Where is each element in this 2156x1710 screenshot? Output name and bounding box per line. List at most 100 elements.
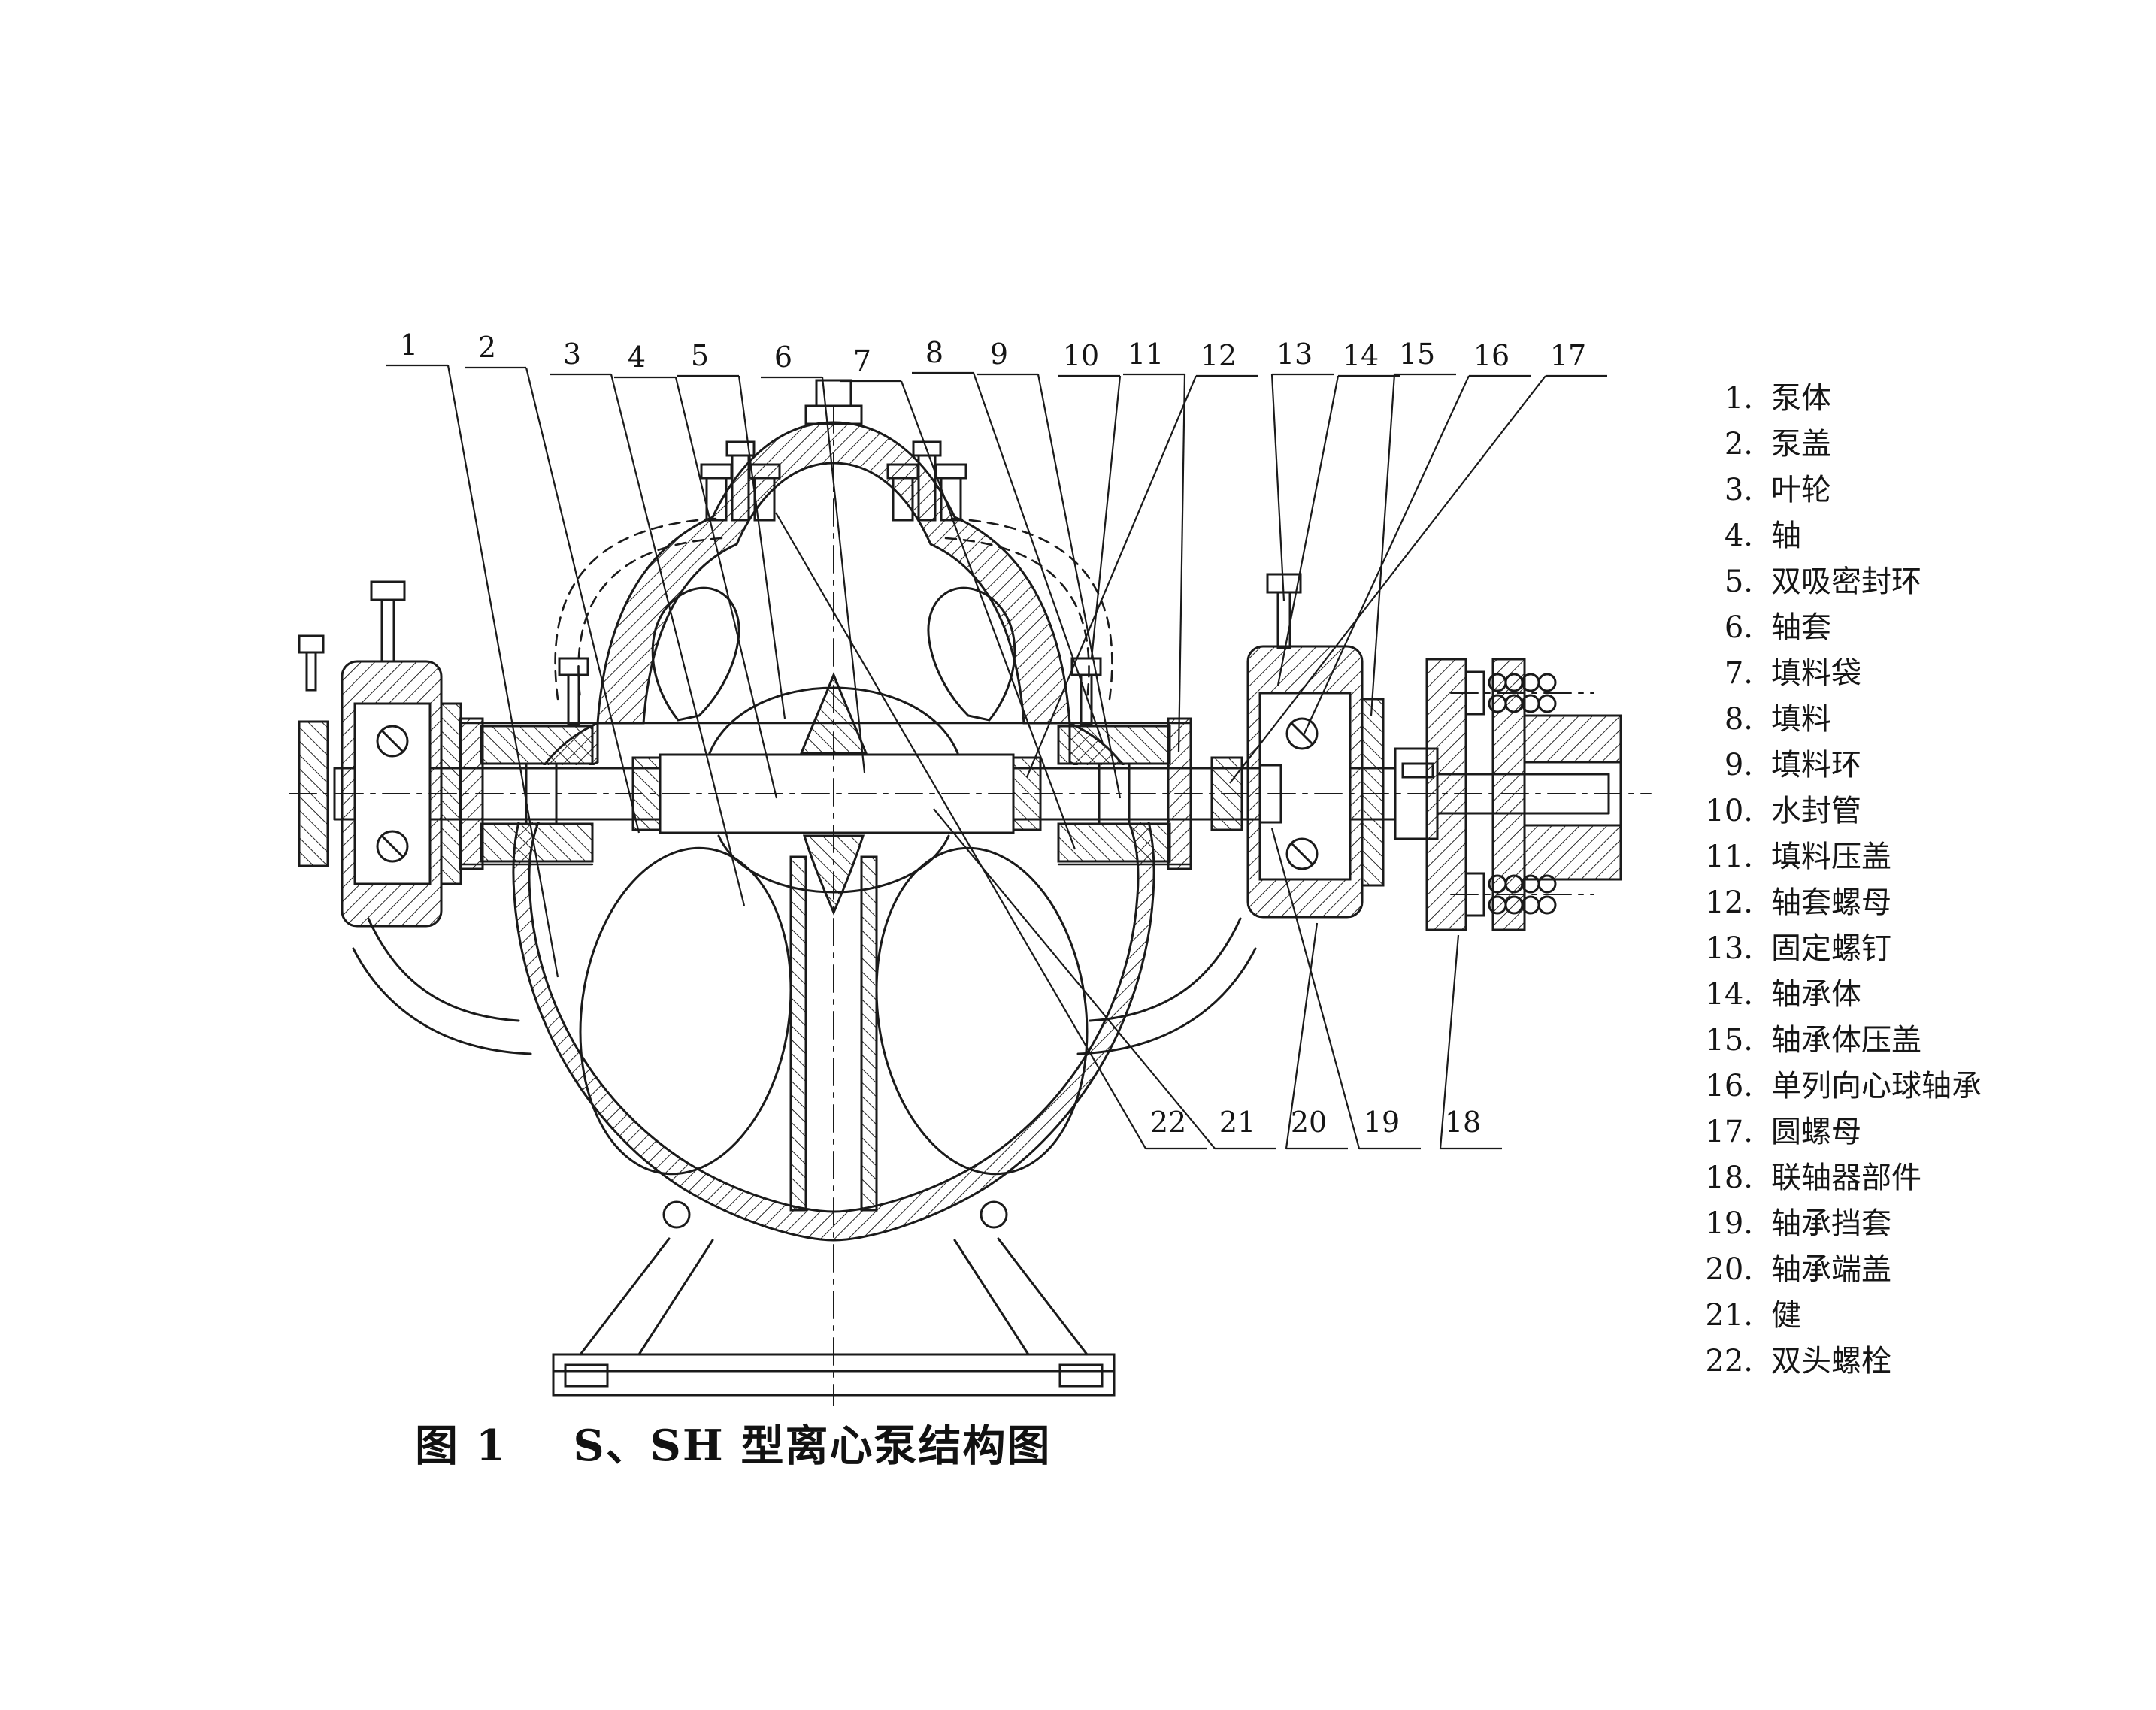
legend-item-label: 填料环: [1771, 748, 1861, 782]
legend-item: 19. 轴承挡套: [1684, 1201, 1982, 1247]
figure-title: S、SH 型离心泵结构图: [573, 1421, 1052, 1471]
legend-item-number: 17.: [1705, 1115, 1753, 1149]
legend-item: 13. 固定螺钉: [1684, 926, 1982, 972]
legend-item-number: 5.: [1724, 564, 1753, 599]
bearing-assembly-right: [1210, 573, 1385, 919]
legend-item-label: 叶轮: [1771, 473, 1831, 507]
legend-item: 1. 泵体: [1684, 376, 1982, 422]
casing-flange-bolts-left: [700, 440, 781, 522]
legend-item: 5. 双吸密封环: [1684, 559, 1982, 605]
legend-list: 1. 泵体 2. 泵盖 3. 叶轮 4. 轴 5. 双吸密封环 6. 轴套 7. 填料袋 8. 填料 9. 填料环…: [1684, 376, 1982, 1385]
leader-line: [447, 365, 559, 978]
leader-line: [610, 374, 746, 906]
legend-item-label: 轴承体压盖: [1771, 1023, 1921, 1058]
legend-item-number: 6.: [1724, 610, 1753, 645]
legend-item-number: 2.: [1724, 427, 1753, 462]
legend-item-number: 21.: [1705, 1298, 1753, 1333]
leader-line: [972, 372, 1105, 746]
legend-item-number: 10.: [1705, 794, 1753, 828]
legend-item-label: 轴承体: [1771, 977, 1861, 1012]
volute-chamber-left: [579, 846, 792, 1176]
legend-item-number: 20.: [1705, 1252, 1753, 1287]
parts-legend: 1. 泵体 2. 泵盖 3. 叶轮 4. 轴 5. 双吸密封环 6. 轴套 7. 填料袋 8. 填料 9. 填料环…: [1684, 376, 1982, 1385]
legend-item-label: 固定螺钉: [1771, 931, 1891, 966]
legend-item-label: 双头螺栓: [1771, 1344, 1891, 1379]
legend-item-number: 3.: [1724, 473, 1753, 507]
leader-line: [1370, 374, 1396, 716]
pump-drawing: [289, 379, 1652, 1406]
leader-line: [933, 808, 1216, 1149]
leader-line: [1270, 374, 1285, 602]
leader-line: [775, 512, 1146, 1149]
bearing-assembly-left: [298, 580, 462, 928]
legend-item-number: 14.: [1705, 977, 1753, 1012]
leader-lines: [386, 364, 1607, 1150]
legend-item-label: 填料袋: [1771, 656, 1861, 691]
legend-item: 15.轴承体压盖: [1684, 1018, 1982, 1064]
leader-line: [1229, 375, 1546, 784]
legend-item-number: 16.: [1705, 1069, 1753, 1103]
legend-item-number: 12.: [1705, 885, 1753, 920]
figure-caption: 图 1 S、SH 型离心泵结构图: [415, 1412, 1052, 1473]
water-seal-pipe: [554, 517, 1113, 701]
legend-item-number: 19.: [1705, 1206, 1753, 1241]
legend-item-label: 轴承挡套: [1771, 1206, 1891, 1241]
legend-item: 10. 水封管: [1684, 788, 1982, 834]
suction-passage-right: [927, 586, 1016, 722]
legend-item-label: 联轴器部件: [1771, 1161, 1921, 1195]
legend-item: 20. 轴承端盖: [1684, 1247, 1982, 1293]
legend-item-label: 水封管: [1771, 794, 1861, 828]
legend-item: 14. 轴承体: [1684, 972, 1982, 1018]
leader-line: [821, 377, 866, 773]
leader-line: [1303, 375, 1470, 736]
legend-item-label: 轴: [1771, 519, 1801, 553]
leader-line: [1025, 375, 1198, 778]
legend-item: 18.联轴器部件: [1684, 1155, 1982, 1201]
legend-item-number: 13.: [1705, 931, 1753, 966]
stuffing-box-right: [1057, 657, 1192, 870]
pedestal: [552, 1200, 1116, 1397]
legend-item: 11.填料压盖: [1684, 834, 1982, 880]
centerlines: [289, 405, 1652, 1406]
leader-line: [1037, 374, 1122, 799]
leader-line: [900, 380, 1076, 850]
legend-item-label: 轴套: [1771, 610, 1831, 645]
figure-number: 图 1: [415, 1421, 507, 1471]
legend-item: 22. 双头螺栓: [1684, 1339, 1982, 1385]
legend-item: 12. 轴套螺母: [1684, 880, 1982, 926]
legend-item-label: 单列向心球轴承: [1771, 1069, 1982, 1103]
legend-item-label: 泵盖: [1771, 427, 1831, 462]
suction-passage-left: [651, 586, 740, 722]
legend-item-label: 轴承端盖: [1771, 1252, 1891, 1287]
legend-item-number: 9.: [1724, 748, 1753, 782]
center-rib-left-wall: [789, 855, 807, 1212]
legend-item: 4. 轴: [1684, 513, 1982, 559]
legend-item-number: 8.: [1724, 702, 1753, 737]
legend-item-number: 4.: [1724, 519, 1753, 553]
volute-chamber-right: [875, 846, 1089, 1176]
legend-item-number: 7.: [1724, 656, 1753, 691]
leader-line: [1439, 934, 1460, 1149]
leader-line: [1270, 828, 1361, 1149]
leader-line: [737, 375, 786, 719]
legend-item: 16. 单列向心球轴承: [1684, 1064, 1982, 1109]
legend-item-label: 健: [1771, 1298, 1801, 1333]
leader-line: [1285, 922, 1319, 1149]
legend-item-label: 泵体: [1771, 381, 1831, 416]
leader-line: [1177, 374, 1186, 752]
legend-item-label: 双吸密封环: [1771, 564, 1921, 599]
legend-item-number: 1.: [1724, 381, 1753, 416]
legend-item: 21. 健: [1684, 1293, 1982, 1339]
legend-item: 2. 泵盖: [1684, 422, 1982, 468]
legend-item: 8. 填料: [1684, 697, 1982, 743]
leader-line: [525, 367, 640, 834]
legend-item-label: 轴套螺母: [1771, 885, 1891, 920]
legend-item: 7. 填料袋: [1684, 651, 1982, 697]
legend-item-label: 填料: [1771, 702, 1831, 737]
leader-line: [674, 377, 778, 799]
legend-item: 6. 轴套: [1684, 605, 1982, 651]
legend-item-number: 22.: [1705, 1344, 1753, 1379]
leader-line: [1276, 375, 1340, 686]
casing-flange-bolts-right: [886, 440, 967, 522]
